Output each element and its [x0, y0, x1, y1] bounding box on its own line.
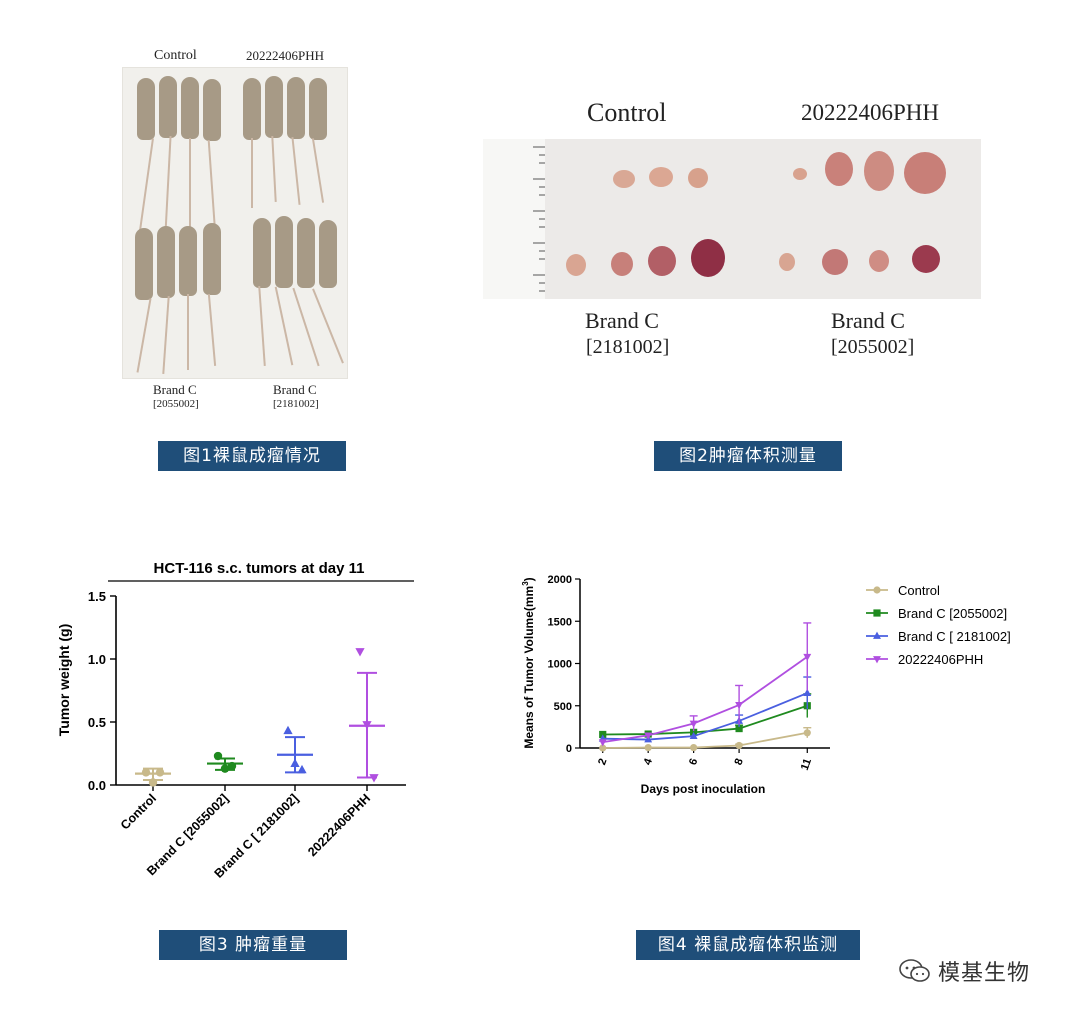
fig2-label-control: Control [587, 98, 667, 127]
chart4-legend-label: Brand C [2055002] [898, 606, 1007, 621]
chart4-point [689, 731, 698, 740]
fig1-label-control: Control [154, 48, 197, 63]
fig1-label-code-right: [2181002] [273, 398, 319, 410]
chart4-point [803, 729, 811, 737]
fig1-mice-photo [122, 67, 348, 379]
chart3-y-tick-label: 0.0 [88, 778, 106, 793]
fig3-caption: 图3 肿瘤重量 [159, 930, 347, 960]
chart4-x-tick-label: 2 [596, 757, 609, 767]
chart3-point [155, 768, 165, 777]
fig2-label-brand-c-left: Brand C [585, 308, 659, 333]
chart4-point [689, 720, 698, 728]
chart4-point [644, 732, 653, 740]
chart3-x-tick-label: Control [118, 791, 159, 832]
chart3-point [290, 758, 300, 767]
chart4-y-tick-label: 0 [566, 743, 572, 755]
chart4-x-tick-label: 6 [687, 757, 700, 767]
fig4-caption: 图4 裸鼠成瘤体积监测 [636, 930, 860, 960]
chart3-point [369, 774, 379, 783]
chart4-y-tick-label: 1000 [548, 659, 572, 671]
tumor-volume-chart: Means of Tumor Volume(mm3) Days post ino… [521, 574, 1011, 796]
chart4-y-axis-label: Means of Tumor Volume(mm3) [521, 577, 536, 748]
fig2-label-brand-c-right: Brand C [831, 308, 905, 333]
chart4-point [690, 743, 698, 752]
chart4-point [735, 741, 743, 750]
ruler [483, 139, 545, 299]
chart4-point [803, 653, 812, 662]
chart4-point [803, 688, 812, 696]
chart4-legend-label: Control [898, 583, 940, 598]
chart4-point [598, 739, 607, 747]
chart3-point [297, 764, 307, 774]
fig2-label-code-right: [2055002] [831, 336, 915, 358]
ruler-ticks [533, 146, 545, 292]
chart4-x-tick-label: 8 [733, 757, 746, 767]
fig2-label-code-left: [2181002] [586, 336, 670, 358]
chart3-y-tick-label: 1.0 [88, 652, 106, 667]
wechat-icon [899, 959, 930, 982]
chart4-y-tick-label: 500 [554, 701, 572, 713]
fig1-caption: 图1裸鼠成瘤情况 [158, 441, 346, 471]
fig1-label-code-left: [2055002] [153, 398, 199, 410]
chart4-legend-marker [873, 609, 881, 617]
chart4-legend-marker [873, 586, 881, 594]
chart3-point [141, 768, 151, 777]
chart3-y-tick-label: 1.5 [88, 589, 106, 604]
chart3-y-axis-label: Tumor weight (g) [56, 624, 72, 737]
chart3-point [362, 721, 372, 730]
chart4-point [644, 743, 652, 752]
fig1-label-phh: 20222406PHH [246, 48, 325, 63]
chart4-point [735, 724, 743, 733]
fig1-label-brand-c-left: Brand C [153, 382, 197, 397]
chart3-point [148, 778, 158, 787]
chart4-x-tick-label: 11 [799, 757, 814, 772]
chart4-point [735, 702, 744, 710]
chart4-series-line [602, 704, 808, 736]
chart4-x-axis-label: Days post inoculation [641, 782, 766, 796]
chart3-x-tick-label: 20222406PHH [305, 791, 373, 859]
chart3-point [283, 725, 293, 735]
chart4-legend-label: Brand C [ 2181002] [898, 629, 1011, 644]
chart4-y-tick-label: 2000 [548, 574, 572, 586]
watermark: 模基生物 [898, 956, 1030, 986]
chart3-point [213, 751, 223, 761]
chart3-y-tick-label: 0.5 [88, 715, 106, 730]
chart4-legend-label: 20222406PHH [898, 652, 983, 667]
chart3-title: HCT-116 s.c. tumors at day 11 [154, 560, 365, 577]
tumor-weight-chart: HCT-116 s.c. tumors at day 11 Tumor weig… [56, 560, 414, 881]
watermark-text: 模基生物 [938, 961, 1031, 986]
chart4-series-line [602, 656, 808, 743]
chart3-point [227, 761, 237, 771]
fig2-tumor-photo [483, 139, 981, 299]
chart4-legend-marker [873, 656, 881, 664]
fig1-label-brand-c-right: Brand C [273, 382, 317, 397]
chart4-x-tick-label: 4 [642, 756, 656, 767]
chart4-point [599, 744, 607, 752]
fig2-caption: 图2肿瘤体积测量 [654, 441, 842, 471]
chart3-point [220, 764, 230, 773]
chart3-point [355, 648, 365, 657]
chart4-y-tick-label: 1500 [548, 616, 572, 628]
fig2-label-phh: 20222406PHH [801, 100, 940, 125]
chart4-legend-marker [873, 631, 881, 639]
